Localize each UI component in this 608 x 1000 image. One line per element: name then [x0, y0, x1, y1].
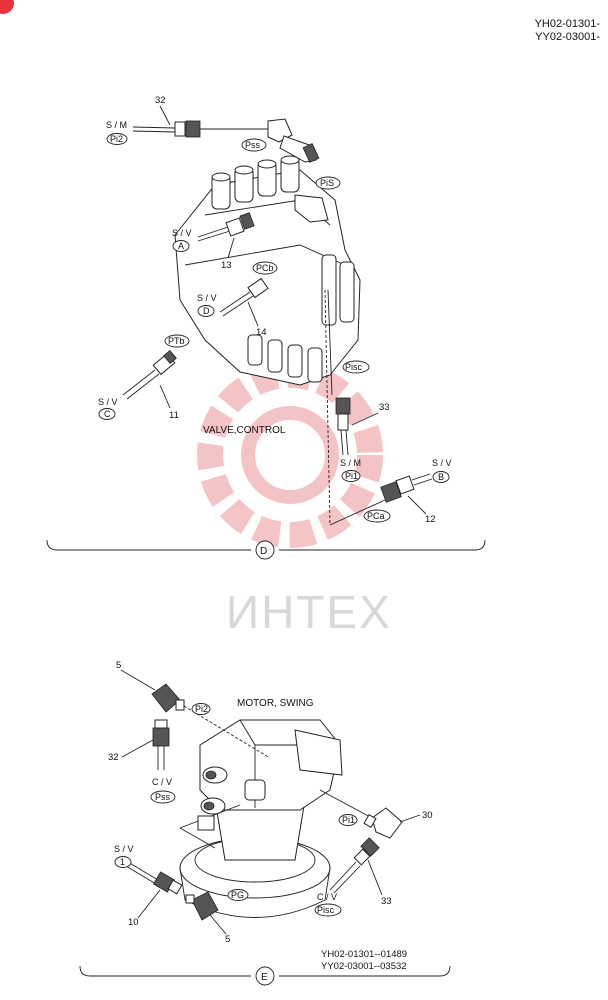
- part-number-12: 12: [425, 514, 436, 525]
- part-number-14: 14: [256, 327, 267, 338]
- section-e-serial-1: YH02-01301--01489: [321, 949, 407, 960]
- section-d-letter: D: [260, 546, 267, 557]
- label-pisc-e: Pisc: [317, 905, 335, 915]
- label-pi2-e: Pi2: [195, 704, 208, 714]
- label-pg: PG: [231, 890, 244, 900]
- label-pca: PCa: [367, 511, 385, 521]
- label-sv-a: S / V: [172, 228, 192, 238]
- section-e-bracket: [79, 965, 451, 986]
- section-e-letter: E: [261, 972, 268, 983]
- section-d-title: VALVE,CONTROL: [203, 425, 286, 436]
- header-serial-1: YH02-01301-: [534, 18, 600, 30]
- elbow-5-bottom: [185, 891, 219, 921]
- hose-33-bottom: [329, 837, 380, 894]
- label-cv-pss: C / V: [152, 777, 172, 787]
- part-number-33-mid: 33: [379, 402, 390, 413]
- label-pss: Pss: [245, 140, 261, 150]
- corner-badge: [0, 0, 14, 14]
- part-number-10: 10: [128, 917, 139, 928]
- part-number-32-top: 32: [155, 95, 166, 106]
- swing-motor-drawing: [179, 719, 343, 918]
- label-sm-mid: S / M: [340, 458, 361, 468]
- part-number-5-top: 5: [116, 660, 121, 671]
- label-pi1-mid: Pi1: [345, 471, 358, 481]
- section-e-title: MOTOR, SWING: [237, 698, 314, 709]
- part-number-5-bottom: 5: [225, 934, 230, 945]
- elbow-30: [319, 789, 403, 839]
- label-sv-b: S / V: [432, 458, 452, 468]
- page-header: YH02-01301- YY02-03001-: [535, 18, 600, 44]
- label-1: 1: [120, 857, 125, 867]
- control-valve-drawing: [174, 155, 361, 386]
- label-b: B: [438, 472, 444, 482]
- hose-14: [219, 277, 269, 317]
- part-number-11: 11: [169, 410, 179, 421]
- hose-33-mid: [324, 289, 351, 526]
- label-pisc: Pisc: [345, 362, 363, 372]
- label-pi2-top: Pi2: [110, 134, 123, 144]
- header-serial-2: YY02-03001-: [535, 31, 600, 43]
- hose-32-bottom: [152, 719, 170, 770]
- section-d-bracket: [46, 539, 486, 560]
- label-pss-e: Pss: [155, 792, 171, 802]
- watermark-text: ИНТЕХ: [226, 586, 392, 638]
- label-pi1-e: Pi1: [342, 815, 355, 825]
- hose-32-top: [132, 118, 320, 163]
- hose-10: [125, 861, 183, 895]
- label-c: C: [104, 409, 111, 419]
- label-sv-1: S / V: [114, 844, 134, 854]
- section-e-serial-2: YY02-03001--03532: [321, 961, 407, 972]
- hose-12: [329, 473, 433, 526]
- part-number-30: 30: [422, 810, 433, 821]
- label-cv-pisc: C / V: [317, 892, 337, 902]
- label-pcb: PCb: [256, 263, 274, 273]
- part-number-13: 13: [221, 260, 232, 271]
- label-ptb: PTb: [168, 336, 185, 346]
- label-sv-d: S / V: [197, 293, 217, 303]
- part-number-32-bottom: 32: [108, 752, 119, 763]
- hose-13: [197, 212, 255, 242]
- hose-11: [122, 350, 177, 400]
- part-number-33-bottom: 33: [381, 896, 392, 907]
- label-pis: PiS: [320, 178, 334, 188]
- label-sm-top: S / M: [106, 120, 127, 130]
- label-d: D: [203, 306, 210, 316]
- label-a: A: [178, 241, 184, 251]
- label-sv-c: S / V: [98, 397, 118, 407]
